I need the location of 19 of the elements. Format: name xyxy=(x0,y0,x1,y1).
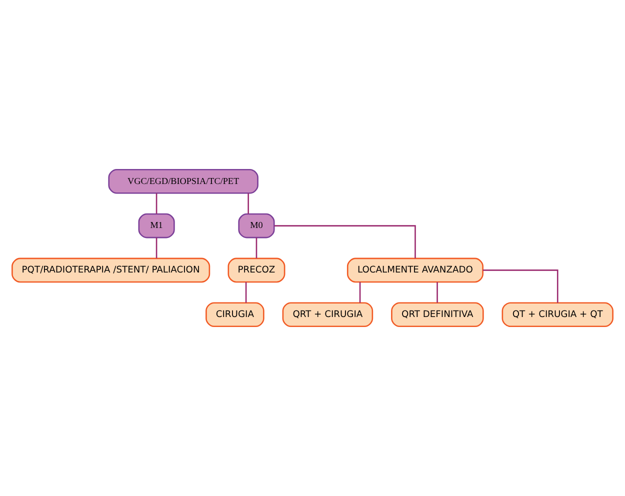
connector xyxy=(248,193,249,214)
connector xyxy=(245,282,247,303)
node-box: QT + CIRUGIA + QT xyxy=(502,302,614,328)
node-box: VGC/EGD/BIOPSIA/TC/PET xyxy=(108,168,258,194)
node-box: PQT/RADIOTERAPIA /STENT/ PALIACION xyxy=(12,258,210,283)
node-box: PRECOZ xyxy=(228,258,286,283)
connector xyxy=(436,282,438,303)
node-box: M0 xyxy=(238,213,275,238)
connector xyxy=(274,225,416,258)
node-box: QRT DEFINITIVA xyxy=(391,302,484,328)
connector xyxy=(156,193,158,214)
connector xyxy=(256,238,258,258)
connector xyxy=(156,238,158,258)
node-box: QRT + CIRUGIA xyxy=(282,302,374,328)
node-box: CIRUGIA xyxy=(206,302,264,328)
node-box: LOCALMENTE AVANZADO xyxy=(346,258,484,283)
node-box: M1 xyxy=(138,213,175,238)
connector xyxy=(359,282,361,303)
connector xyxy=(482,270,558,303)
